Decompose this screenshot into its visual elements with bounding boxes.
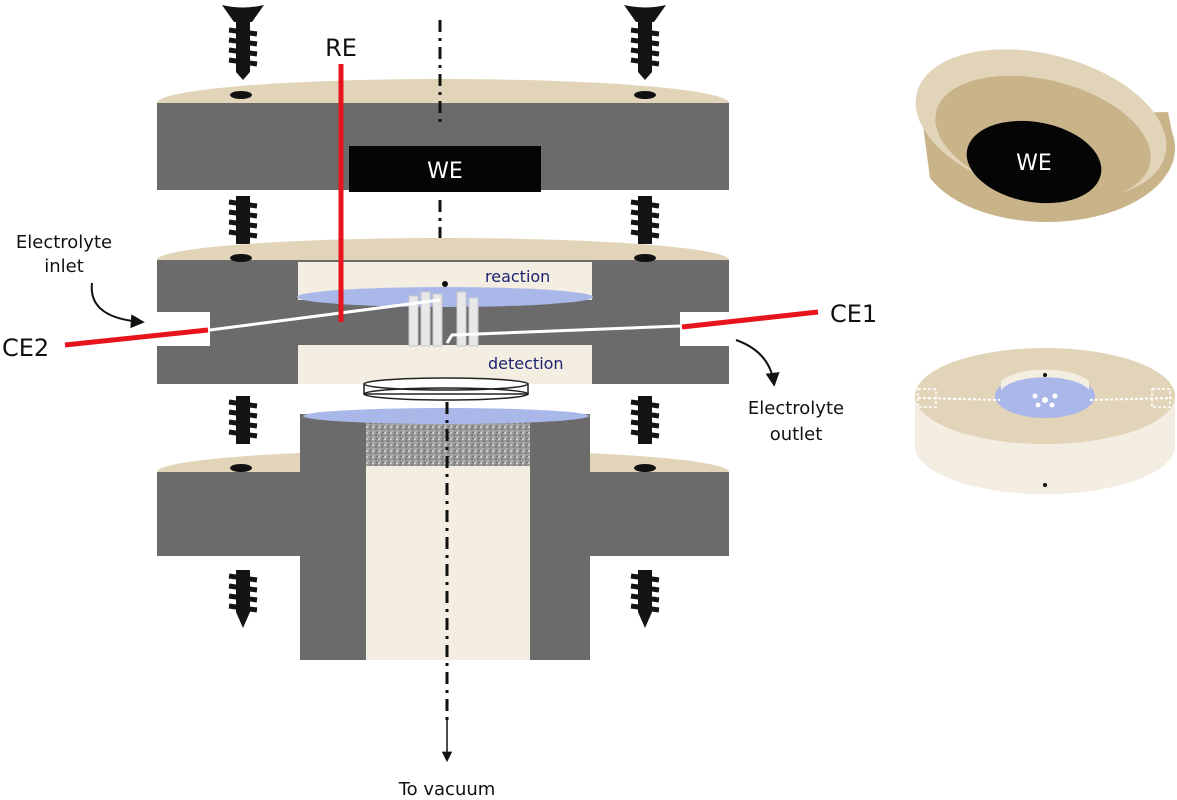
inlet-arrow-icon xyxy=(90,282,145,329)
re-label: RE xyxy=(325,34,357,62)
screw-hole-icon xyxy=(634,91,656,99)
screw-top-left-icon xyxy=(222,5,264,80)
screw-mid-left-icon xyxy=(228,196,258,244)
screw-bottom-left-icon xyxy=(228,570,258,628)
screw-bottom-right-icon xyxy=(630,570,660,628)
center-axis xyxy=(438,20,453,763)
we-label: WE xyxy=(427,159,463,184)
screw-low-left-icon xyxy=(228,396,258,444)
electrolyte-outlet-label-line2: outlet xyxy=(770,424,823,445)
middle-block xyxy=(150,238,736,384)
screw-hole-icon xyxy=(634,254,656,262)
detection-label: detection xyxy=(488,354,564,373)
outlet-channel xyxy=(680,312,736,346)
ce1-label: CE1 xyxy=(830,300,877,328)
to-vacuum-label: To vacuum xyxy=(398,779,496,800)
vacuum-channel xyxy=(366,466,530,660)
screw-hole-icon xyxy=(230,91,252,99)
electrolyte-reaction xyxy=(297,287,593,307)
ce2-red-wire xyxy=(64,327,209,348)
electrolyte-bottom xyxy=(303,408,589,424)
capillaries xyxy=(408,291,479,347)
flow-cell-disk-3d xyxy=(915,348,1175,494)
we-side-label: WE xyxy=(1016,151,1052,176)
ce1-red-wire xyxy=(681,309,819,330)
ce2-label: CE2 xyxy=(2,334,49,362)
ce2-wire xyxy=(209,298,441,332)
electrolyte-inlet-label-line1: Electrolyte xyxy=(16,232,112,253)
electrolyte-outlet-label-line1: Electrolyte xyxy=(748,398,844,419)
screw-low-right-icon xyxy=(630,396,660,444)
ce1-wire xyxy=(445,324,681,344)
screw-mid-right-icon xyxy=(630,196,660,244)
bottom-block xyxy=(157,408,729,660)
center-dot xyxy=(442,281,448,287)
screw-hole-icon xyxy=(634,464,656,472)
screw-hole-icon xyxy=(230,464,252,472)
membrane-disk xyxy=(363,377,529,401)
electrolyte-inlet-label-line2: inlet xyxy=(44,256,84,277)
screw-top-right-icon xyxy=(624,5,666,80)
we-disk-3d: WE xyxy=(915,49,1176,223)
screw-hole-icon xyxy=(230,254,252,262)
outlet-arrow-icon xyxy=(735,339,780,387)
working-electrode: WE xyxy=(349,146,541,192)
reaction-label: reaction xyxy=(485,267,550,286)
